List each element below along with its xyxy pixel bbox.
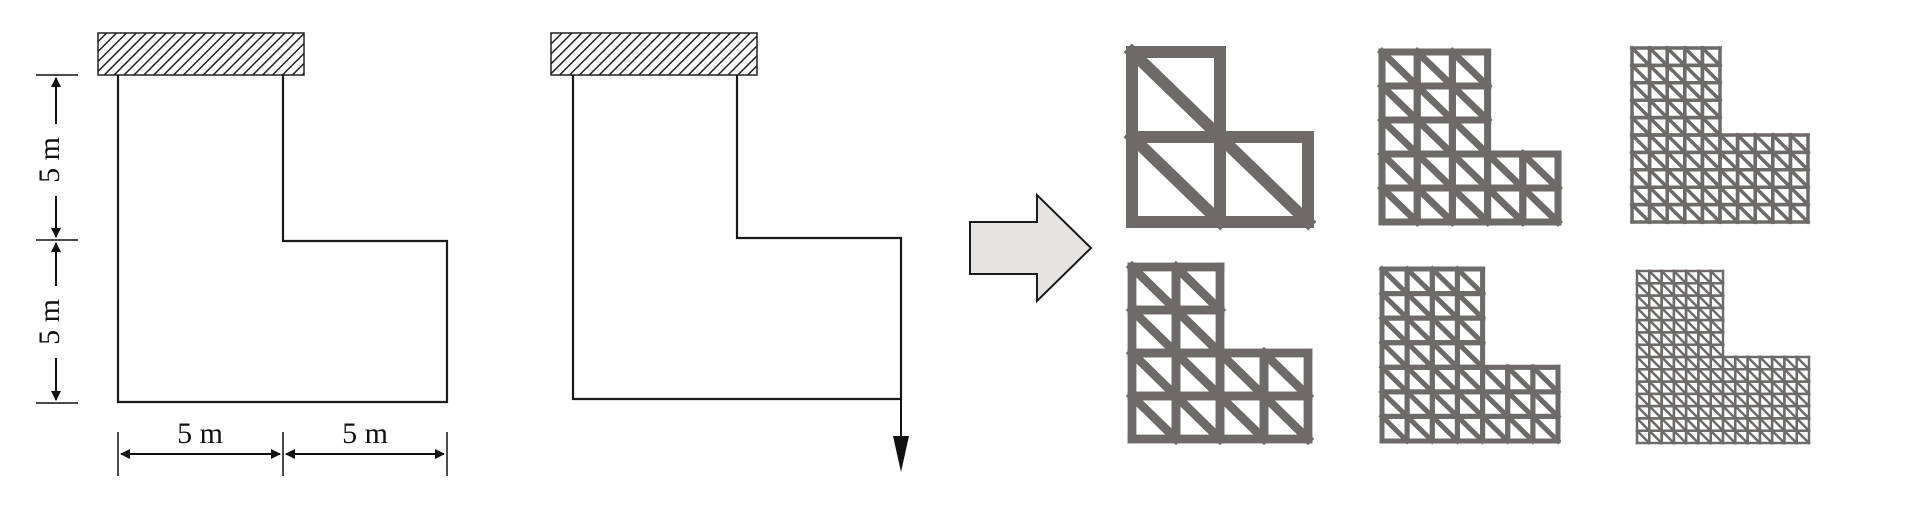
- fixed-support-left: [97, 32, 305, 76]
- loaded-bracket: [550, 32, 909, 472]
- label-left-width: 5 m: [177, 417, 223, 450]
- topology-r2-c3: [1635, 269, 1811, 445]
- right-arrow-icon: [969, 192, 1093, 304]
- topology-r1-c3: [1629, 45, 1811, 225]
- label-top-height: 5 m: [33, 137, 66, 183]
- label-bottom-height: 5 m: [33, 299, 66, 345]
- fixed-support-middle: [550, 32, 758, 76]
- label-right-width: 5 m: [342, 417, 388, 450]
- load-arrow-head: [893, 436, 909, 472]
- topology-r1-c2: [1377, 47, 1563, 227]
- topology-results: [1123, 43, 1811, 446]
- bracket-outline-middle: [571, 75, 903, 401]
- topology-r1-c1: [1123, 43, 1317, 231]
- dimensioned-bracket: 5 m 5 m 5 m 5 m: [30, 32, 449, 476]
- topology-r2-c1: [1125, 260, 1315, 446]
- bracket-outline-left: [116, 75, 449, 404]
- topology-r2-c2: [1378, 265, 1562, 445]
